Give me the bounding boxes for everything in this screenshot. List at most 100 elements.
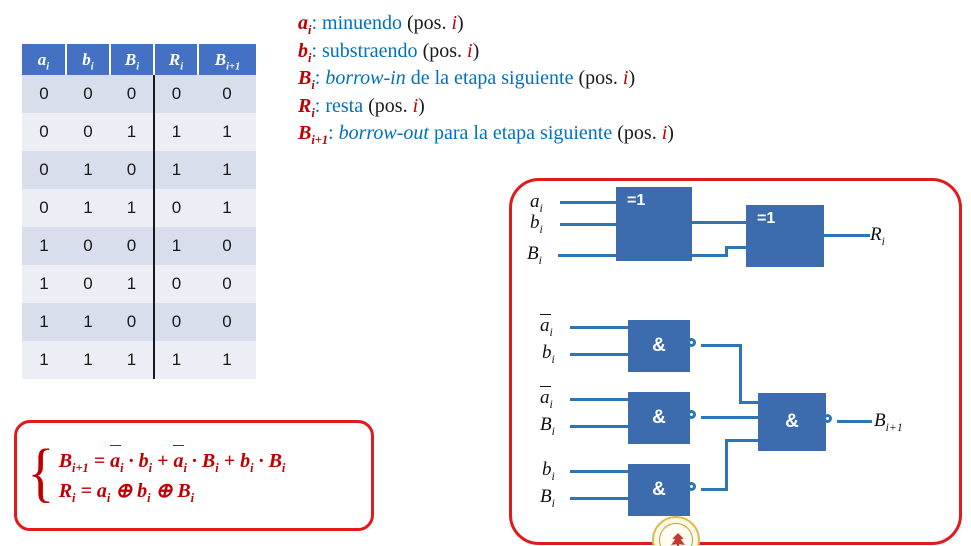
legend-pos: ) [457, 12, 464, 34]
table-cell: 0 [154, 303, 198, 341]
math-var: ai [96, 479, 111, 505]
legend-desc: resta [325, 94, 369, 117]
table-cell: 0 [110, 303, 155, 341]
wire [701, 344, 742, 347]
wire [837, 420, 872, 423]
table-cell: 0 [154, 75, 198, 113]
inverter-bubble-icon [687, 410, 696, 419]
wire [570, 425, 628, 428]
equations-box: { Bi+1 = ai · bi + ai · Bi + bi · Bi Ri … [14, 420, 374, 531]
table-cell: 1 [22, 303, 66, 341]
math-operator: · [123, 449, 139, 472]
legend-pos-index: i [661, 122, 668, 144]
math-var: Bi [268, 449, 286, 475]
legend-variable: Ri [298, 94, 315, 120]
table-header-cell: Bi [110, 44, 155, 75]
legend: ai: minuendo (pos. i)bi: substraendo (po… [298, 10, 674, 148]
input-label-B-2: Bi [540, 414, 555, 438]
wire [725, 246, 728, 257]
math-operator: · [253, 449, 269, 472]
table-cell: 0 [66, 113, 110, 151]
legend-pos: ) [418, 94, 425, 117]
legend-item: Ri: resta (pos. i) [298, 93, 674, 121]
legend-item: Bi+1: borrow-out para la etapa siguiente… [298, 120, 674, 148]
input-label-b-1: bi [542, 342, 555, 366]
table-cell: 1 [110, 113, 155, 151]
wire [570, 398, 628, 401]
legend-desc-italic: borrow-out [338, 122, 429, 144]
table-cell: 0 [22, 189, 66, 227]
and-gate-label: & [785, 411, 799, 432]
table-cell: 1 [198, 341, 256, 379]
input-label-abar-2: ai [540, 386, 553, 411]
legend-item: ai: minuendo (pos. i) [298, 10, 674, 38]
legend-pos: (pos. [407, 12, 452, 34]
nand-gate-output: & [758, 393, 826, 451]
math-operator: + [218, 449, 241, 472]
table-cell: 1 [66, 151, 110, 189]
math-var: ai [110, 444, 124, 474]
output-label-R: Ri [870, 224, 885, 248]
input-label-b-3: bi [542, 459, 555, 483]
table-header-cell: bi [66, 44, 111, 75]
table-cell: 0 [198, 75, 256, 113]
legend-pos: ) [628, 67, 636, 89]
wire [570, 497, 628, 500]
math-operator: ⊕ [110, 479, 138, 502]
math-var: Bi [201, 449, 219, 475]
table-cell: 1 [154, 341, 198, 379]
legend-desc: de la etapa siguiente [405, 67, 579, 89]
legend-desc: minuendo [322, 12, 408, 34]
legend-variable: Bi [298, 67, 315, 92]
table-cell: 1 [198, 113, 256, 151]
equation-borrow-out: Bi+1 = ai · bi + ai · Bi + bi · Bi [59, 444, 286, 476]
xor-gate-label: =1 [627, 192, 646, 209]
math-var: ai [173, 444, 187, 474]
circuit-diagram: ai bi Bi Ri ai bi ai Bi bi Bi Bi+1 [509, 178, 962, 545]
wire [739, 401, 758, 404]
math-var: bi [137, 479, 151, 505]
wire [725, 439, 728, 491]
input-label-B-3: Bi [540, 486, 555, 510]
table-cell: 0 [22, 113, 66, 151]
table-cell: 0 [66, 227, 110, 265]
math-var: bi [138, 449, 153, 475]
wire [560, 201, 616, 204]
legend-pos: (pos. [368, 94, 413, 117]
and-gate-label: & [652, 479, 666, 500]
wire [701, 416, 758, 419]
legend-item: Bi: borrow-in de la etapa siguiente (pos… [298, 65, 674, 93]
legend-colon: : [311, 39, 323, 62]
and-gate-label: & [652, 335, 666, 356]
wire [701, 488, 728, 491]
math-operator: + [152, 449, 174, 472]
equation-lines: Bi+1 = ai · bi + ai · Bi + bi · Bi Ri = … [59, 444, 286, 506]
table-header-cell: Bi+1 [198, 44, 256, 75]
legend-pos: (pos. [578, 67, 623, 89]
wire [692, 221, 746, 224]
legend-variable: bi [298, 39, 312, 65]
table-cell: 1 [22, 227, 66, 265]
table-cell: 1 [198, 151, 256, 189]
wire [570, 326, 628, 329]
table-cell: 0 [198, 227, 256, 265]
inverter-bubble-icon [823, 414, 832, 423]
table-cell: 1 [66, 341, 110, 379]
wire [725, 439, 758, 442]
legend-colon: : [314, 94, 326, 117]
nand-gate-2: & [628, 392, 690, 444]
wire [739, 344, 742, 404]
input-label-abar-1: ai [540, 314, 553, 339]
table-cell: 1 [22, 265, 66, 303]
legend-pos-index: i [467, 39, 473, 62]
table-cell: 1 [110, 341, 155, 379]
table-cell: 0 [22, 151, 66, 189]
table-header-cell: ai [22, 44, 67, 75]
inverter-bubble-icon [687, 482, 696, 491]
